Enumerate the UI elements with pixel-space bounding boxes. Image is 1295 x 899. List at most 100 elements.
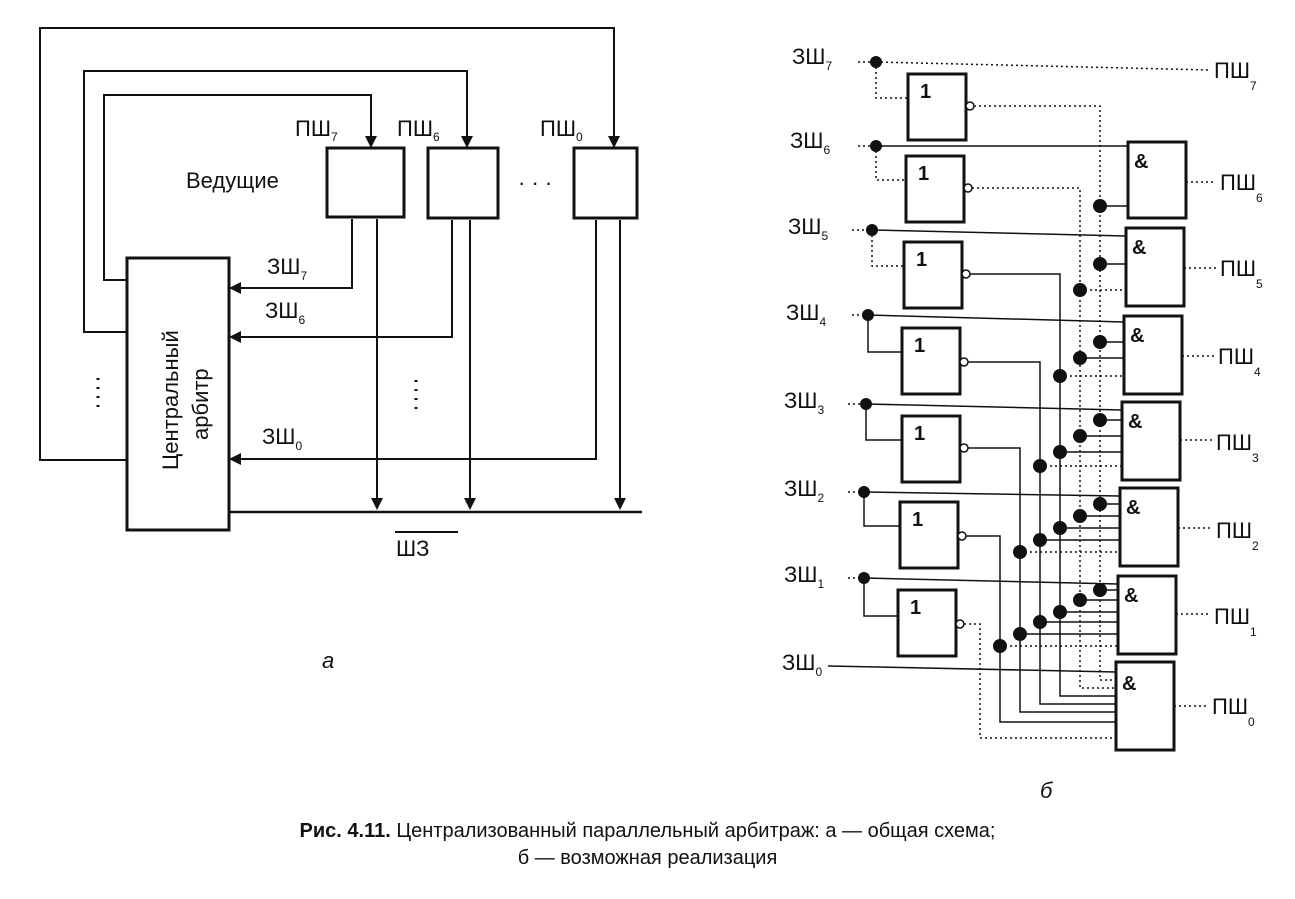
and-gate-4 [1122, 314, 1184, 396]
svg-text:ПШ5: ПШ5 [1220, 256, 1263, 291]
request-line-0 [229, 220, 597, 465]
svg-text:ПШ7: ПШ7 [295, 116, 338, 144]
panel-b-letter: б [1040, 778, 1054, 803]
svg-text:ЗШ7: ЗШ7 [267, 254, 307, 283]
svg-text:ЗШ0: ЗШ0 [262, 424, 302, 453]
svg-text:ЗШ5: ЗШ5 [788, 214, 828, 243]
wire-req0-and0 [827, 665, 1117, 673]
grant-label-a-6: ПШ6 [397, 116, 440, 144]
svg-text:ПШ0: ПШ0 [540, 116, 583, 144]
and-gate-6 [1126, 140, 1188, 220]
grant-label-b-3: ПШ3 [1216, 430, 1259, 465]
svg-text:ЗШ4: ЗШ4 [786, 300, 826, 329]
not-gate-2 [898, 500, 960, 570]
wire-req1-and1 [863, 577, 1119, 585]
svg-text:ЗШ1: ЗШ1 [784, 562, 824, 591]
not-gate-3 [900, 414, 962, 484]
and-gate-0-label: & [1122, 673, 1136, 695]
svg-text:ЗШ7: ЗШ7 [792, 44, 832, 73]
panel-a-letter: а [322, 648, 334, 673]
caption-line1: Централизованный параллельный арбитраж: … [396, 820, 996, 842]
and-gate-3-label: & [1128, 411, 1142, 433]
svg-text:ПШ4: ПШ4 [1218, 344, 1261, 379]
wire-req5-and5 [871, 229, 1127, 237]
request-label-b-7: ЗШ7 [792, 44, 832, 73]
arbiter-label-line1: Центральный [158, 330, 183, 470]
not-gate-5-label: 1 [916, 249, 927, 271]
not-gate-4 [900, 326, 962, 396]
arbiter-label-line2: арбитр [188, 368, 213, 440]
not3-output [968, 447, 1116, 713]
not-gate-4-label: 1 [914, 335, 925, 357]
and-gate-2 [1118, 486, 1180, 568]
and-gate-input-feeds [1000, 205, 1128, 647]
and-gate-1 [1116, 574, 1178, 656]
panel-b-implementation [827, 61, 1216, 752]
svg-text:ПШ7: ПШ7 [1214, 58, 1257, 93]
svg-text:ПШ0: ПШ0 [1212, 694, 1255, 729]
request-inputs [848, 61, 876, 579]
central-arbiter-block [125, 256, 231, 532]
masters-label: Ведущие [186, 168, 279, 193]
bus-label: ШЗ [396, 536, 429, 561]
svg-text:ПШ1: ПШ1 [1214, 604, 1257, 639]
request-label-a-6: ЗШ6 [265, 298, 305, 327]
svg-text:ЗШ6: ЗШ6 [265, 298, 305, 327]
request-label-a-7: ЗШ7 [267, 254, 307, 283]
not-gate-1-label: 1 [910, 597, 921, 619]
junction-dots [858, 56, 1107, 653]
master-block-6 [426, 146, 500, 220]
svg-text:ЗШ3: ЗШ3 [784, 388, 824, 417]
request-label-b-3: ЗШ3 [784, 388, 824, 417]
master-block-0 [572, 146, 639, 220]
not-gate-7 [906, 72, 968, 142]
wire-req7-to-grant7 [875, 61, 1211, 71]
figure-caption-line2: б — возможная реализация [0, 845, 1295, 871]
grant-label-b-1: ПШ1 [1214, 604, 1257, 639]
grant-label-b-2: ПШ2 [1216, 518, 1259, 553]
wire-req4-and4 [867, 314, 1125, 323]
and-gate-6-label: & [1134, 151, 1148, 173]
svg-text:ЗШ2: ЗШ2 [784, 476, 824, 505]
grant-label-b-5: ПШ5 [1220, 256, 1263, 291]
not-gate-2-label: 1 [912, 509, 923, 531]
horizontal-ellipsis: · · · [518, 170, 552, 195]
svg-text:ПШ6: ПШ6 [1220, 170, 1263, 205]
not2-output [966, 535, 1116, 723]
grant-label-b-7: ПШ7 [1214, 58, 1257, 93]
grant-label-b-6: ПШ6 [1220, 170, 1263, 205]
grant-line-7 [103, 94, 377, 281]
grant-label-a-0: ПШ0 [540, 116, 583, 144]
and-gate-5-label: & [1132, 237, 1146, 259]
request-label-b-6: ЗШ6 [790, 128, 830, 157]
panel-a-general-scheme [39, 27, 642, 533]
not-gate-6 [904, 154, 966, 224]
and-gate-2-label: & [1126, 497, 1140, 519]
and-gate-5 [1124, 226, 1186, 308]
request-label-b-4: ЗШ4 [786, 300, 826, 329]
request-label-b-0: ЗШ0 [782, 650, 822, 679]
wire-req2-and2 [863, 491, 1121, 497]
wire-req3-and3 [865, 403, 1123, 411]
svg-text:ПШ3: ПШ3 [1216, 430, 1259, 465]
not-gate-7-label: 1 [920, 81, 931, 103]
request-label-a-0: ЗШ0 [262, 424, 302, 453]
grant-line-0 [39, 27, 620, 461]
master-block-7 [325, 146, 406, 219]
not-gate-6-label: 1 [918, 163, 929, 185]
request-line-7 [229, 219, 353, 294]
svg-text:ПШ2: ПШ2 [1216, 518, 1259, 553]
and-gate-4-label: & [1130, 325, 1144, 347]
request-label-b-2: ЗШ2 [784, 476, 824, 505]
figure-caption: Рис. 4.11. Централизованный параллельный… [0, 818, 1295, 844]
not5-output [970, 273, 1116, 697]
and-gate-3 [1120, 400, 1182, 482]
not-gate-5 [902, 240, 964, 310]
not4-output [968, 361, 1116, 705]
caption-line2: б — возможная реализация [517, 847, 778, 869]
and-gate-1-label: & [1124, 585, 1138, 607]
svg-text:ЗШ6: ЗШ6 [790, 128, 830, 157]
not6-output [972, 187, 1116, 689]
request-line-6 [229, 220, 453, 343]
not-gate-1 [896, 588, 958, 658]
